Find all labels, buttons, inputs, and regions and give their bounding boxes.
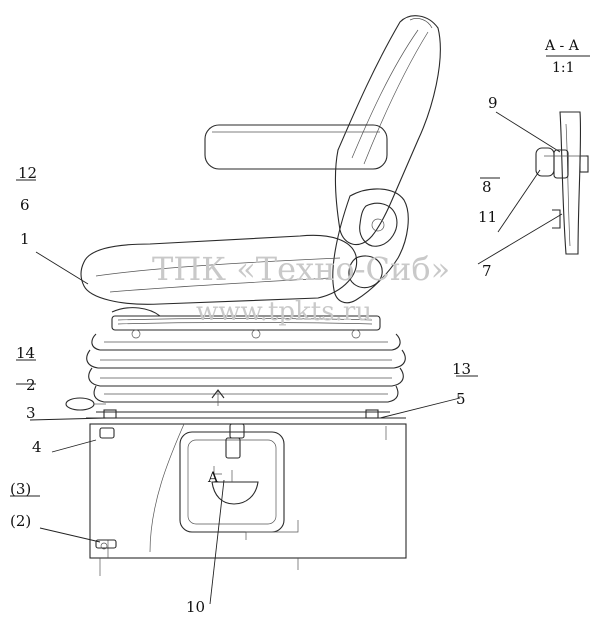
callout-13: 13 — [452, 360, 471, 378]
callout-2: 2 — [26, 376, 36, 394]
callout-11: 11 — [478, 208, 497, 226]
slide-rail — [111, 307, 381, 339]
section-scale: 1:1 — [552, 60, 575, 76]
callout-12: 12 — [18, 164, 37, 182]
leader-lines — [10, 55, 590, 605]
callout-9: 9 — [488, 94, 498, 112]
callout-3: 3 — [26, 404, 36, 422]
callout-5: 5 — [456, 390, 466, 408]
callout-14: 14 — [16, 344, 35, 362]
callout-7: 7 — [482, 262, 492, 280]
base-fasteners — [95, 409, 379, 550]
watermark-url: www.tpkts.ru — [196, 297, 372, 327]
view-marker: A — [207, 389, 225, 486]
watermark-company: ТПК «Техно-Сиб» — [152, 250, 450, 288]
callout-4: 4 — [32, 438, 42, 456]
suspension-base — [86, 411, 407, 576]
callout-8: 8 — [482, 178, 492, 196]
seat-backrest — [334, 15, 441, 246]
callout-paren-2: (2) — [10, 512, 31, 530]
section-detail — [535, 111, 589, 255]
callout-10: 10 — [186, 598, 205, 616]
view-marker-label: A — [207, 470, 219, 486]
recline-bracket — [332, 188, 409, 304]
adjust-knob — [65, 397, 106, 411]
seat-cushion — [80, 234, 358, 305]
callout-paren-3: (3) — [10, 480, 31, 498]
suspension-bellows — [86, 333, 406, 403]
section-title: A - A — [544, 38, 580, 54]
callout-1: 1 — [20, 230, 30, 248]
armrest — [204, 124, 388, 170]
callout-6: 6 — [20, 196, 30, 214]
